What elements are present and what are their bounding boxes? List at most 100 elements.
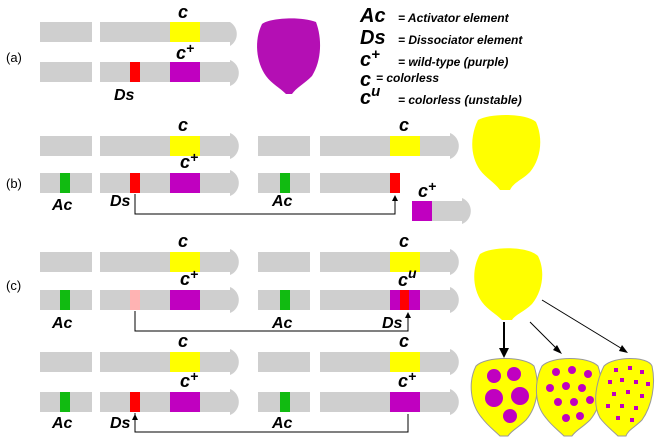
chromosome-right xyxy=(320,136,450,156)
chromosome-end xyxy=(450,249,459,275)
legend: Ac = Activator element Ds = Dissociator … xyxy=(359,5,523,109)
chromosome-left xyxy=(258,352,310,372)
c-label: c xyxy=(399,231,409,251)
ds-element xyxy=(130,62,140,82)
chromosome-end xyxy=(230,249,239,275)
c-gene xyxy=(170,352,200,372)
ac-element xyxy=(280,392,290,412)
legend-desc-ds: = Dissociator element xyxy=(398,33,523,47)
ac-label: Ac xyxy=(51,197,73,214)
chromosome-left xyxy=(258,252,310,272)
arrow-head xyxy=(405,312,411,318)
c-u-label: cu xyxy=(398,265,417,290)
chromosome-end xyxy=(450,349,459,375)
c-plus-gene xyxy=(390,392,420,412)
legend-symbol-c: c xyxy=(360,69,371,91)
c-gene xyxy=(390,252,420,272)
ds-element xyxy=(130,392,140,412)
purple-kernel xyxy=(257,18,321,94)
ac-element xyxy=(280,290,290,310)
arrow-line xyxy=(529,321,559,351)
chromosome-right xyxy=(100,392,230,412)
ds-element xyxy=(400,290,409,310)
chromosome-end xyxy=(230,389,239,415)
c-plus-label: c+ xyxy=(176,40,194,63)
chromosome-right xyxy=(100,22,230,42)
chromosome-right xyxy=(100,173,230,193)
chromosome-left xyxy=(40,352,92,372)
c-plus-gene xyxy=(170,173,200,193)
chromosome-right xyxy=(100,290,230,310)
ds-label: Ds xyxy=(110,415,131,432)
arrow-head xyxy=(499,348,509,358)
chromosome-end xyxy=(462,198,471,224)
spotted-kernel-medium-spots xyxy=(536,358,602,437)
chromosome-end xyxy=(230,287,239,313)
panel-label-a: (a) xyxy=(6,50,22,65)
transposition-line xyxy=(134,311,409,332)
spotted-kernel-small-spots xyxy=(595,358,655,437)
legend-symbol-c-u: cu xyxy=(360,83,380,109)
legend-symbol-ac: Ac xyxy=(359,5,386,27)
panel-c: c c+ Ac c cu Ac Ds c xyxy=(40,231,655,437)
ac-label: Ac xyxy=(271,193,293,210)
legend-desc-c-u: = colorless (unstable) xyxy=(398,93,522,107)
chromosome-end xyxy=(450,389,459,415)
c-gene xyxy=(170,252,200,272)
spotted-kernel-large-spots xyxy=(470,358,538,437)
arrow-head xyxy=(132,414,138,420)
ds-label: Ds xyxy=(382,315,403,332)
panel-a: c c+ Ds xyxy=(40,2,321,104)
chromosome-right xyxy=(320,173,400,193)
panel-label-b: (b) xyxy=(6,176,22,191)
c-gene xyxy=(390,136,420,156)
chromosome-right xyxy=(320,252,450,272)
c-label: c xyxy=(178,231,188,251)
chromosome-end xyxy=(230,133,239,159)
arrow-line xyxy=(541,299,625,351)
c-plus-label: c+ xyxy=(180,266,198,289)
arrow-head xyxy=(392,195,398,201)
chromosome-right xyxy=(320,352,450,372)
ac-element xyxy=(280,173,290,193)
yellow-kernel xyxy=(474,248,543,320)
legend-desc-c-plus: = wild-type (purple) xyxy=(398,55,508,69)
chromosome-right xyxy=(100,62,230,82)
chromosome-right xyxy=(100,252,230,272)
chromosome-end xyxy=(230,22,237,46)
ac-label: Ac xyxy=(271,415,293,432)
chromosome-left xyxy=(40,136,92,156)
c-plus-gene xyxy=(170,290,200,310)
excision-line xyxy=(134,413,409,433)
chromosome-end xyxy=(230,349,239,375)
chromosome-end xyxy=(230,170,239,196)
chromosome-left xyxy=(40,252,92,272)
ac-element xyxy=(60,290,70,310)
legend-desc-c: = colorless xyxy=(376,71,439,85)
ds-faded-site xyxy=(130,290,140,310)
c-gene xyxy=(170,22,200,42)
c-plus-label: c+ xyxy=(180,368,198,391)
c-plus-label: c+ xyxy=(180,149,198,172)
panel-label-c: (c) xyxy=(6,278,21,293)
panel-b: c c+ Ac Ds c Ac c+ xyxy=(40,114,541,224)
chromosome-right xyxy=(100,136,230,156)
c-plus-label: c+ xyxy=(398,368,416,391)
c-gene xyxy=(390,352,420,372)
c-label: c xyxy=(399,331,409,351)
legend-symbol-c-plus: c+ xyxy=(360,46,380,71)
ac-label: Ac xyxy=(51,415,73,432)
c-label: c xyxy=(178,115,188,135)
c-gene xyxy=(170,136,200,156)
chromosome-end xyxy=(450,287,459,313)
chromosome-left xyxy=(40,62,92,82)
chromosome-right xyxy=(320,392,450,412)
c-label: c xyxy=(178,2,188,22)
chromosome-end xyxy=(230,60,239,86)
ds-element xyxy=(130,173,140,193)
ac-label: Ac xyxy=(271,315,293,332)
ds-label: Ds xyxy=(110,193,131,210)
yellow-kernel xyxy=(472,114,541,190)
c-plus-gene xyxy=(412,201,432,221)
